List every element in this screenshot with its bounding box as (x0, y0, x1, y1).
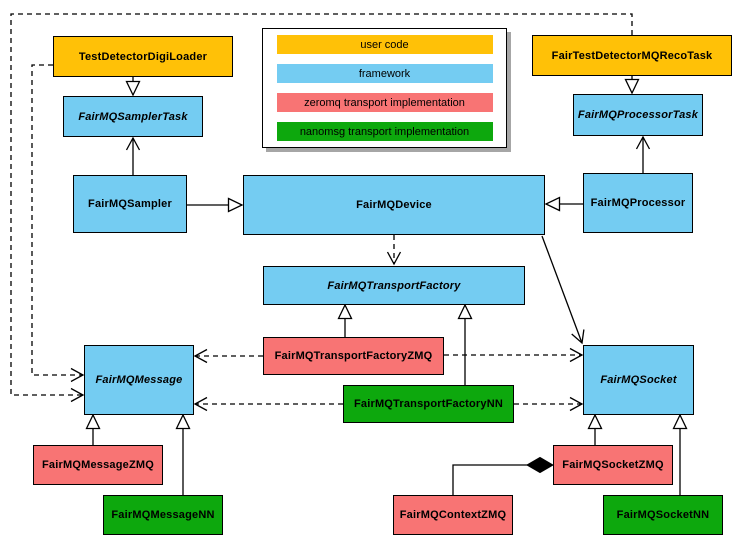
legend-item-nanomsg: nanomsg transport implementation (276, 122, 493, 141)
composition-diamond-icon (525, 456, 555, 474)
node-fairmqtransportfactorynn: FairMQTransportFactoryNN (343, 385, 514, 423)
node-fairtestdetectormqrecotask: FairTestDetectorMQRecoTask (532, 35, 732, 76)
node-fairmqmessage: FairMQMessage (84, 345, 194, 415)
node-fairmqtransportfactory: FairMQTransportFactory (263, 266, 525, 305)
node-fairmqdevice: FairMQDevice (243, 175, 545, 235)
node-fairmqtransportfactoryzmq: FairMQTransportFactoryZMQ (263, 337, 444, 375)
node-fairmqsocketzmq: FairMQSocketZMQ (553, 445, 673, 485)
edge-dep-digiloader-message (31, 64, 85, 383)
edge-assoc-device-socket (541, 235, 585, 345)
node-fairmqsocket: FairMQSocket (583, 345, 694, 415)
node-fairmqsamplertask: FairMQSamplerTask (63, 96, 203, 137)
legend: user code framework zeromq transport imp… (262, 28, 507, 148)
legend-item-framework: framework (276, 64, 493, 83)
legend-label-user-code: user code (360, 38, 409, 51)
node-fairmqsampler: FairMQSampler (73, 175, 187, 233)
node-testdetectordigiloader: TestDetectorDigiLoader (53, 36, 233, 77)
node-fairmqmessagenn: FairMQMessageNN (103, 495, 223, 535)
node-fairmqprocessortask: FairMQProcessorTask (573, 94, 703, 136)
legend-item-user-code: user code (276, 35, 493, 54)
legend-item-zeromq: zeromq transport implementation (276, 93, 493, 112)
node-fairmqprocessor: FairMQProcessor (583, 173, 693, 233)
node-fairmqcontextzmq: FairMQContextZMQ (393, 495, 513, 535)
legend-label-nanomsg: nanomsg transport implementation (299, 125, 470, 138)
legend-label-framework: framework (358, 67, 411, 80)
edge-dep-recotask-message (10, 13, 633, 403)
node-fairmqsocketnn: FairMQSocketNN (603, 495, 723, 535)
legend-label-zeromq: zeromq transport implementation (304, 96, 465, 109)
edge-comp-socketzmq-contextzmq (452, 456, 555, 495)
node-fairmqmessagezmq: FairMQMessageZMQ (33, 445, 163, 485)
